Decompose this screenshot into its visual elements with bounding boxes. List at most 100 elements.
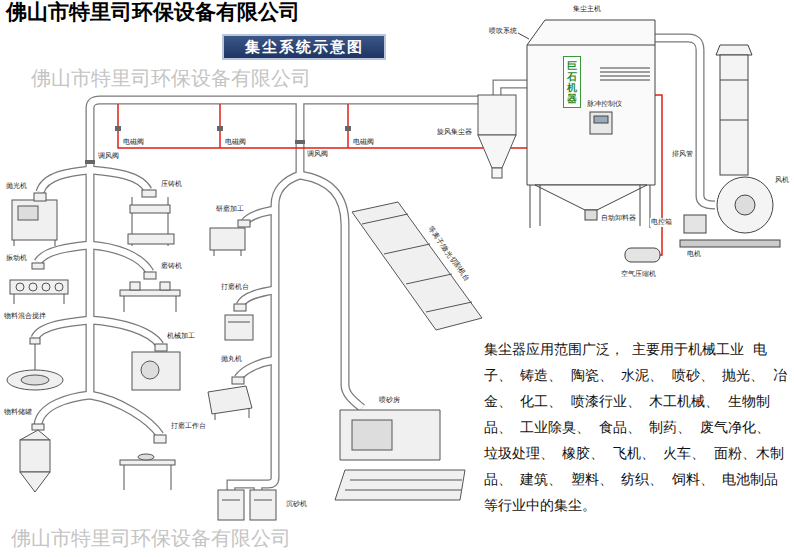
machines-part: [18, 206, 38, 220]
cyclone-collector-part: [478, 95, 516, 135]
machines-part: [171, 465, 172, 490]
dust-collector-part: [518, 33, 529, 39]
machines-part: [20, 430, 50, 440]
machines-part: [141, 361, 159, 379]
part-label: 抛丸机: [220, 355, 243, 364]
machines-part: [124, 465, 125, 490]
machines-part: [350, 480, 462, 481]
machines: [7, 190, 482, 520]
machines-part: [64, 294, 65, 304]
exhaust-fan-part: [684, 215, 706, 233]
part-label: 电机: [686, 250, 702, 259]
machines-part: [10, 280, 68, 294]
machines-part: [234, 304, 246, 311]
part-label: 喷砂房: [378, 396, 401, 405]
machines-part: [335, 470, 465, 500]
application-note: 集尘器应用范围广泛， 主要用于机械工业 电子、 铸造、 陶瓷、 水泥、 喷砂、 …: [483, 336, 793, 518]
dust-collector-part: [527, 20, 655, 185]
machines-part: [20, 440, 50, 472]
machines-part: [142, 190, 156, 197]
valve-marks-part: [345, 126, 351, 131]
machines-part: [232, 377, 244, 384]
machines-part: [132, 352, 180, 390]
machines-part: [208, 386, 252, 414]
part-label: 沉砂机: [285, 500, 308, 509]
cyclone-collector-part: [478, 135, 516, 168]
machines-part: [55, 283, 63, 291]
part-label: 物料混合搅拌: [3, 312, 47, 321]
dust-collector-part: [530, 185, 531, 228]
machines-part: [144, 272, 156, 279]
part-label: 磨铸机: [160, 262, 183, 271]
machines-part: [228, 322, 250, 323]
exhaust-fan-part: [680, 240, 780, 247]
machines-part: [362, 214, 408, 224]
exhaust-fan-part: [717, 177, 773, 233]
machines-part: [254, 500, 272, 501]
valve-marks: [85, 126, 351, 164]
machines-part: [55, 240, 56, 246]
part-label: 电磁阀: [352, 138, 375, 147]
machines-part: [340, 410, 440, 460]
machines-part: [210, 228, 245, 250]
dust-collector-part: [600, 72, 650, 73]
watermark: 佛山市特里司环保设备有限公司: [10, 526, 292, 550]
part-label: 打磨机台: [220, 283, 250, 292]
machines-part: [154, 435, 166, 443]
part-label: 调风阀: [97, 152, 120, 161]
machines-part: [128, 234, 174, 244]
machines-part: [352, 202, 482, 330]
cyclone-collector: [478, 95, 516, 178]
part-label: 调风阀: [306, 150, 329, 159]
part-label: 脉冲控制仪: [586, 100, 623, 109]
machines-part: [250, 490, 276, 520]
machines-part: [426, 302, 472, 312]
machines-part: [29, 283, 37, 291]
machines-part: [32, 263, 44, 269]
valve-marks-part: [85, 160, 95, 164]
machines-part: [120, 290, 180, 296]
machines-part: [249, 408, 250, 418]
machines-part: [16, 283, 24, 291]
part-label: 旋风集尘器: [436, 128, 473, 137]
dust-collector-part: [527, 45, 655, 46]
machines-part: [138, 454, 154, 460]
exhaust-fan-part: [716, 45, 752, 55]
part-label: 自动卸料器: [600, 214, 637, 223]
part-label: 压铸机: [160, 180, 183, 189]
part-label: 喷吹系统: [488, 27, 518, 36]
machines-part: [14, 240, 15, 246]
machines-part: [124, 296, 125, 312]
dust-collector-part: [535, 185, 647, 210]
node-text: 集尘系统示意图: [234, 37, 374, 57]
machines-part: [215, 414, 216, 420]
exhaust-fan-part: [735, 195, 755, 215]
part-label: 集尘主机: [572, 5, 602, 14]
part-label: 打磨工作台: [170, 422, 207, 431]
compressed-air-line-part: [655, 95, 662, 255]
machines-part: [30, 338, 40, 344]
part-label: 电磁阀: [122, 138, 145, 147]
machines-part: [160, 282, 170, 290]
dust-collector-part: [594, 116, 608, 123]
dust-collector: [518, 20, 655, 228]
machines-part: [120, 460, 175, 465]
machines-part: [225, 315, 253, 340]
dust-collector-part: [590, 112, 612, 134]
part-label: 电控箱: [650, 218, 673, 227]
part-label: 抛光机: [5, 182, 28, 191]
machines-part: [20, 472, 50, 492]
cyclone-collector-part: [492, 168, 502, 178]
node-text: 巨石机器: [567, 60, 577, 104]
machines-part: [130, 205, 170, 213]
watermark: 佛山市特里司环保设备有限公司: [30, 66, 312, 90]
exhaust-fan-part: [625, 248, 660, 262]
part-label: 空气压缩机: [620, 270, 657, 279]
exhaust-fan-part: [720, 120, 748, 121]
machines-part: [130, 282, 140, 290]
dust-collector-part: [600, 80, 650, 81]
dust-collector-part: [540, 185, 541, 226]
exhaust-fan-part: [720, 80, 748, 81]
machines-part: [241, 250, 242, 256]
